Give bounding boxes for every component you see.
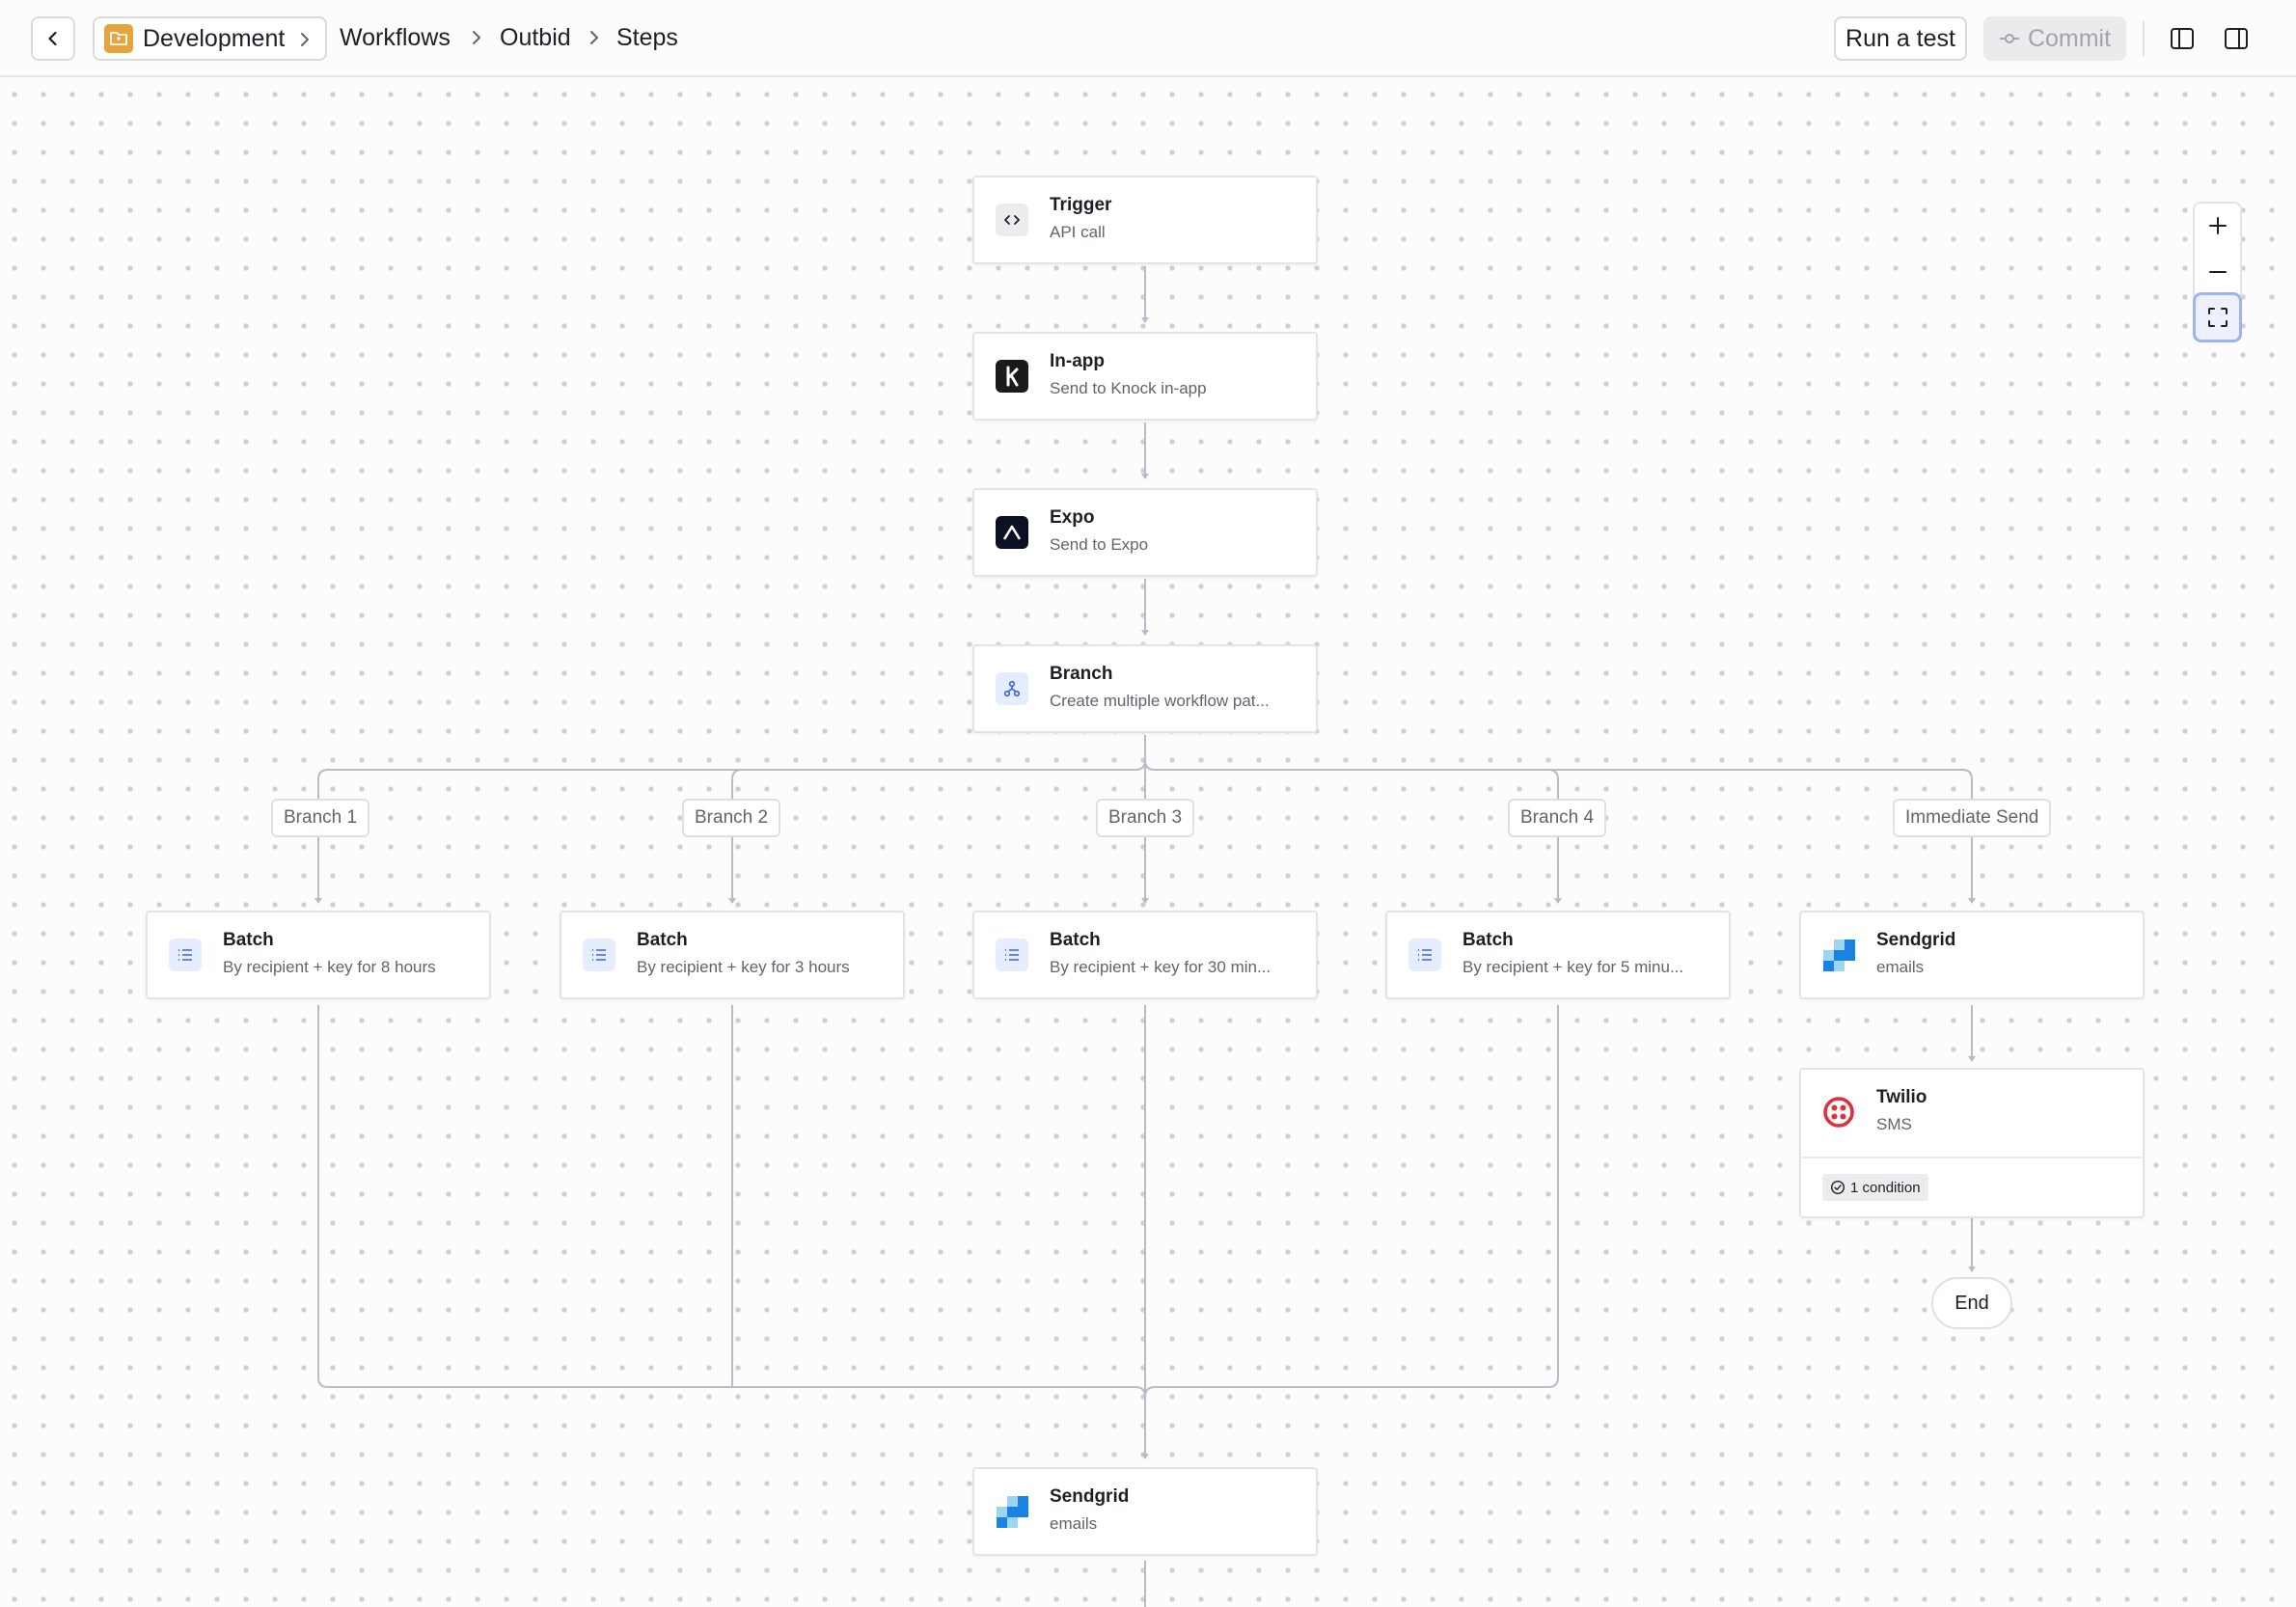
right-panel-toggle-icon[interactable] bbox=[2223, 25, 2250, 52]
chevron-left-icon bbox=[48, 31, 57, 46]
step-subtitle: By recipient + key for 30 min... bbox=[1050, 958, 1271, 976]
environment-selector[interactable]: Development bbox=[93, 16, 327, 61]
step-title: Expo bbox=[1050, 507, 1095, 528]
branch-label-2[interactable]: Branch 2 bbox=[682, 799, 781, 837]
step-subtitle: Send to Knock in-app bbox=[1050, 379, 1207, 397]
step-subtitle: emails bbox=[1050, 1514, 1098, 1533]
run-test-button[interactable]: Run a test bbox=[1834, 16, 1967, 61]
batch-step-3[interactable]: Batch By recipient + key for 30 min... bbox=[972, 911, 1318, 999]
batch-step-2[interactable]: Batch By recipient + key for 3 hours bbox=[560, 911, 905, 999]
step-title: Trigger bbox=[1050, 195, 1112, 215]
condition-badge[interactable]: 1 condition bbox=[1822, 1174, 1928, 1201]
breadcrumb-workflows[interactable]: Workflows bbox=[340, 24, 451, 51]
breadcrumb-outbid[interactable]: Outbid bbox=[500, 24, 571, 51]
step-title: Branch bbox=[1050, 664, 1113, 684]
chevron-right-icon bbox=[590, 31, 598, 44]
minus-icon bbox=[2208, 271, 2227, 273]
step-subtitle: By recipient + key for 8 hours bbox=[223, 958, 436, 976]
expo-step[interactable]: Expo Send to Expo bbox=[972, 488, 1318, 577]
twilio-step[interactable]: Twilio SMS 1 condition bbox=[1799, 1068, 2145, 1218]
sendgrid-logo-icon bbox=[996, 1495, 1028, 1528]
fit-view-icon bbox=[2207, 308, 2228, 327]
step-title: Batch bbox=[1050, 930, 1101, 950]
step-title: Twilio bbox=[1876, 1087, 1927, 1107]
sendgrid-step-final[interactable]: Sendgrid emails bbox=[972, 1467, 1318, 1556]
step-subtitle: By recipient + key for 3 hours bbox=[637, 958, 850, 976]
code-icon bbox=[996, 204, 1028, 236]
back-button[interactable] bbox=[31, 16, 75, 61]
step-subtitle: API call bbox=[1050, 223, 1106, 241]
step-subtitle: SMS bbox=[1876, 1115, 1912, 1133]
step-subtitle: Create multiple workflow pat... bbox=[1050, 692, 1270, 710]
expo-logo-icon bbox=[996, 516, 1028, 549]
knock-logo-icon bbox=[996, 360, 1028, 393]
fit-view-button[interactable] bbox=[2196, 295, 2239, 340]
folder-icon bbox=[104, 24, 133, 53]
zoom-controls bbox=[2193, 202, 2242, 342]
list-icon bbox=[1408, 939, 1441, 971]
step-title: In-app bbox=[1050, 351, 1105, 371]
chevron-right-icon bbox=[301, 33, 309, 46]
commit-label: Commit bbox=[2027, 24, 2112, 52]
inapp-step[interactable]: In-app Send to Knock in-app bbox=[972, 332, 1318, 421]
check-circle-icon bbox=[1830, 1180, 1845, 1195]
twilio-logo-icon bbox=[1822, 1096, 1855, 1129]
end-node[interactable]: End bbox=[1931, 1277, 2012, 1329]
step-subtitle: By recipient + key for 5 minu... bbox=[1462, 958, 1684, 976]
step-subtitle: Send to Expo bbox=[1050, 535, 1149, 554]
breadcrumb-steps: Steps bbox=[616, 24, 678, 51]
branch-step[interactable]: Branch Create multiple workflow pat... bbox=[972, 644, 1318, 733]
list-icon bbox=[996, 939, 1028, 971]
step-title: Batch bbox=[1462, 930, 1514, 950]
sendgrid-logo-icon bbox=[1822, 939, 1855, 971]
toolbar-divider bbox=[2143, 21, 2145, 56]
left-panel-toggle-icon[interactable] bbox=[2169, 25, 2196, 52]
sendgrid-step-immediate[interactable]: Sendgrid emails bbox=[1799, 911, 2145, 999]
branch-label-1[interactable]: Branch 1 bbox=[271, 799, 370, 837]
top-bar: Development Workflows Outbid Steps Run a… bbox=[0, 0, 2296, 77]
branch-label-3[interactable]: Branch 3 bbox=[1096, 799, 1195, 837]
branch-label-4[interactable]: Branch 4 bbox=[1508, 799, 1607, 837]
chevron-right-icon bbox=[473, 31, 480, 44]
step-title: Batch bbox=[637, 930, 688, 950]
branch-icon bbox=[996, 672, 1028, 705]
zoom-out-button[interactable] bbox=[2195, 250, 2240, 294]
step-title: Batch bbox=[223, 930, 274, 950]
step-divider bbox=[1801, 1157, 2143, 1158]
environment-label: Development bbox=[143, 24, 286, 52]
condition-label: 1 condition bbox=[1850, 1179, 1921, 1196]
step-title: Sendgrid bbox=[1050, 1486, 1130, 1507]
zoom-in-button[interactable] bbox=[2195, 204, 2240, 248]
commit-icon bbox=[1999, 34, 2019, 43]
step-subtitle: emails bbox=[1876, 958, 1925, 976]
batch-step-1[interactable]: Batch By recipient + key for 8 hours bbox=[146, 911, 491, 999]
step-title: Sendgrid bbox=[1876, 930, 1956, 950]
list-icon bbox=[583, 939, 615, 971]
plus-icon bbox=[2208, 217, 2227, 234]
branch-label-immediate-send[interactable]: Immediate Send bbox=[1893, 799, 2052, 837]
trigger-step[interactable]: Trigger API call bbox=[972, 176, 1318, 264]
list-icon bbox=[169, 939, 202, 971]
batch-step-4[interactable]: Batch By recipient + key for 5 minu... bbox=[1385, 911, 1731, 999]
commit-button[interactable]: Commit bbox=[1983, 16, 2126, 61]
